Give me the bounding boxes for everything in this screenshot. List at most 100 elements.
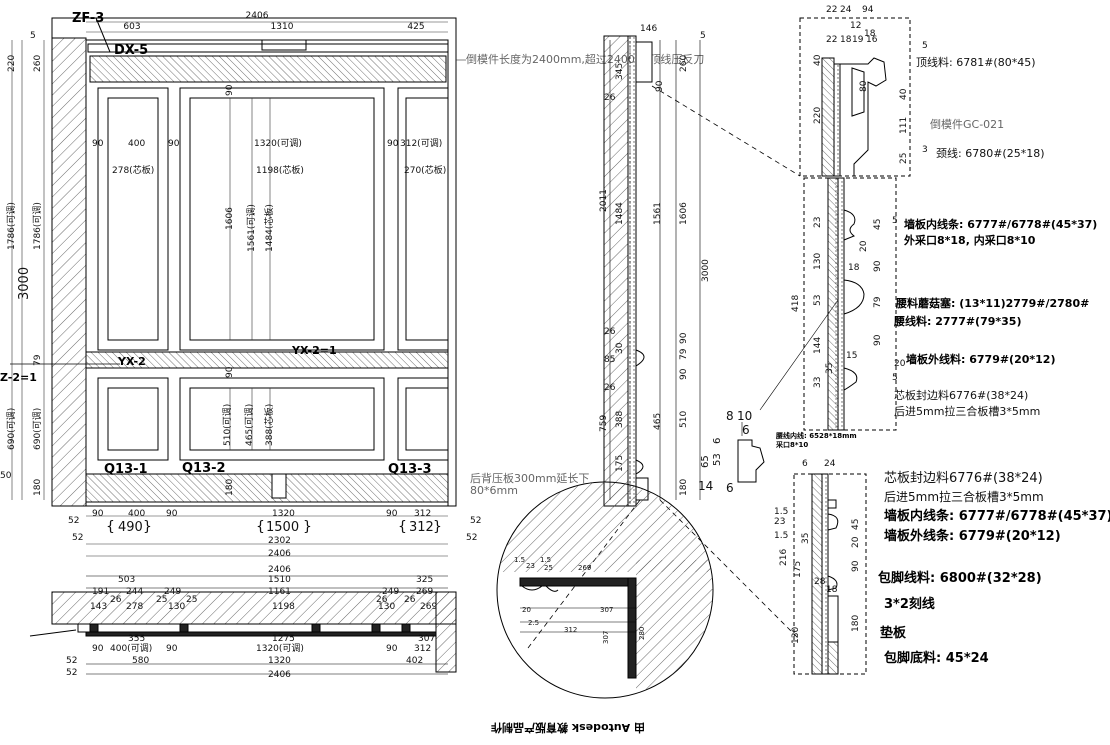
sec-dim-345: 345 (615, 63, 625, 80)
label-core-edge-b: 芯板封边料6776#(38*24) (884, 471, 1043, 486)
label-skirting: 包脚线料: 6800#(32*28) (878, 570, 1042, 586)
dim-1320: 1320(可调) (254, 138, 302, 149)
dim-603: 603 (123, 22, 140, 32)
dim-1606: 1606 (225, 207, 235, 230)
sec-dim-175: 175 (615, 455, 625, 472)
plan-dim-26-c: 26 (404, 595, 416, 605)
cd-dim-20: 20 (522, 606, 531, 614)
dm-dim-5-b: 5 (892, 373, 898, 383)
dt-dim-80: 80 (859, 80, 869, 92)
plan-dim-249-a: 249 (164, 587, 181, 597)
dim-left-5: 5 (30, 31, 36, 41)
dim-b2-52-right: 52 (466, 533, 477, 543)
top-crown-molding (89, 55, 447, 83)
dm-dim-418: 418 (791, 295, 801, 312)
elevation-view (10, 17, 457, 507)
dim-left-180: 180 (33, 479, 43, 496)
dim-b-90-a: 90 (92, 509, 104, 519)
note-backing: 后背压板300mm延长下 (470, 471, 589, 485)
dim-465: 465(可调) (244, 404, 255, 446)
plan-labels: 2406 503 1510 325 191 244 249 1161 249 2… (66, 565, 437, 680)
dim-490: 490 (118, 520, 143, 535)
dim-b-312: 312 (414, 509, 431, 519)
dm-dim-20-b: 20 (894, 359, 906, 369)
waist-rail (85, 351, 449, 369)
detail-top (799, 17, 911, 177)
dm-dim-33: 33 (813, 377, 823, 388)
dim-left-220: 220 (7, 55, 17, 72)
plan-dim-580: 580 (132, 656, 149, 666)
dim-core-278: 278(芯板) (112, 164, 154, 176)
circle-detail (496, 481, 714, 699)
dt-dim-24: 24 (840, 5, 852, 15)
detail-bottom (793, 473, 867, 675)
ds-dim-14: 14 (698, 479, 713, 493)
plan-dim-90-a: 90 (92, 644, 104, 654)
dm-dim-23: 23 (813, 217, 823, 228)
sec-dim-1606: 1606 (679, 202, 689, 225)
ds-dim-53: 53 (712, 453, 723, 466)
dm-dim-144: 144 (813, 337, 823, 354)
label-pad: 垫板 (880, 625, 907, 641)
dim-b-52-left: 52 (68, 516, 79, 526)
dm-dim-90-a: 90 (873, 260, 883, 272)
sec-dim-90-b: 90 (679, 368, 689, 380)
brace-open-312: { (398, 519, 407, 535)
dim-90-b: 90 (168, 139, 180, 149)
code-q13-2: Q13-2 (182, 461, 226, 476)
sec-dim-388: 388 (615, 411, 625, 428)
dim-core-270: 270(芯板) (404, 164, 446, 176)
detail-mid (803, 177, 897, 431)
sec-dim-3000: 3000 (701, 259, 711, 282)
code-yx2: YX-2 (117, 355, 146, 368)
detail-top-labels: 22 24 94 22 18 19 16 12 18 40 220 80 40 … (813, 5, 1045, 164)
sec-dim-180: 180 (679, 479, 689, 496)
dim-400: 400 (128, 139, 145, 149)
plan-view (29, 575, 457, 675)
dm-dim-90-b: 90 (873, 334, 883, 346)
dim-90-top: 90 (225, 84, 235, 96)
label-core-edge: 芯板封边料6776#(38*24) (894, 388, 1028, 402)
sec-dim-26-a: 26 (604, 93, 616, 103)
note-molding-length: 倒模件长度为2400mm,超过2400时,顶线压反刀 (466, 52, 704, 66)
sec-dim-26-c: 26 (604, 383, 616, 393)
brace-open-490: { (106, 519, 115, 535)
sec-dim-79: 79 (679, 348, 689, 360)
detail-small (737, 299, 839, 483)
dim-180: 180 (225, 479, 235, 496)
dim-1310: 1310 (271, 22, 294, 32)
code-z2-1: Z-2=1 (0, 371, 37, 384)
label-rebate: 外采口8*18, 内采口8*10 (903, 233, 1036, 247)
label-neck-molding: 颈线: 6780#(25*18) (936, 146, 1045, 160)
dim-left-1786-a: 1786(可调) (6, 202, 17, 250)
plan-dim-1275: 1275 (272, 634, 295, 644)
plan-dim-269-b: 269 (420, 602, 437, 612)
ds-dim-10: 10 (737, 409, 752, 423)
dt-dim-40b: 40 (899, 88, 909, 100)
skirting (85, 473, 449, 503)
plan-dim-26-b: 26 (376, 595, 388, 605)
cd-dim-1.5-b: 1.5 (540, 556, 551, 564)
detail-small-labels: 8 10 6 6 65 53 14 6 腰线内线: 6528*18mm 采口8*… (698, 409, 857, 495)
plan-dim-503: 503 (118, 575, 135, 585)
db-dim-1.5-b: 1.5 (774, 531, 788, 541)
cd-dim-312: 312 (564, 626, 577, 634)
dim-left-1786-b: 1786(可调) (32, 202, 43, 250)
cd-dim-307: 307 (600, 606, 613, 614)
db-dim-175: 175 (793, 561, 803, 578)
plan-dim-312: 312 (414, 644, 431, 654)
plan-dim-130-b: 130 (378, 602, 395, 612)
dt-dim-18a: 18 (840, 35, 852, 45)
plan-dim-26-a: 26 (110, 595, 122, 605)
db-dim-130: 130 (791, 627, 801, 644)
sec-dim-759: 759 (599, 415, 609, 432)
label-crown-molding: 顶线料: 6781#(80*45) (916, 55, 1036, 69)
cd-dim-280: 280 (638, 627, 646, 640)
dm-dim-79: 79 (873, 296, 883, 308)
sec-dim-260: 260 (679, 55, 689, 72)
plan-dim-1161: 1161 (268, 587, 291, 597)
db-dim-20: 20 (851, 536, 861, 548)
plan-dim-130-a: 130 (168, 602, 185, 612)
dim-90-mid: 90 (225, 366, 235, 378)
